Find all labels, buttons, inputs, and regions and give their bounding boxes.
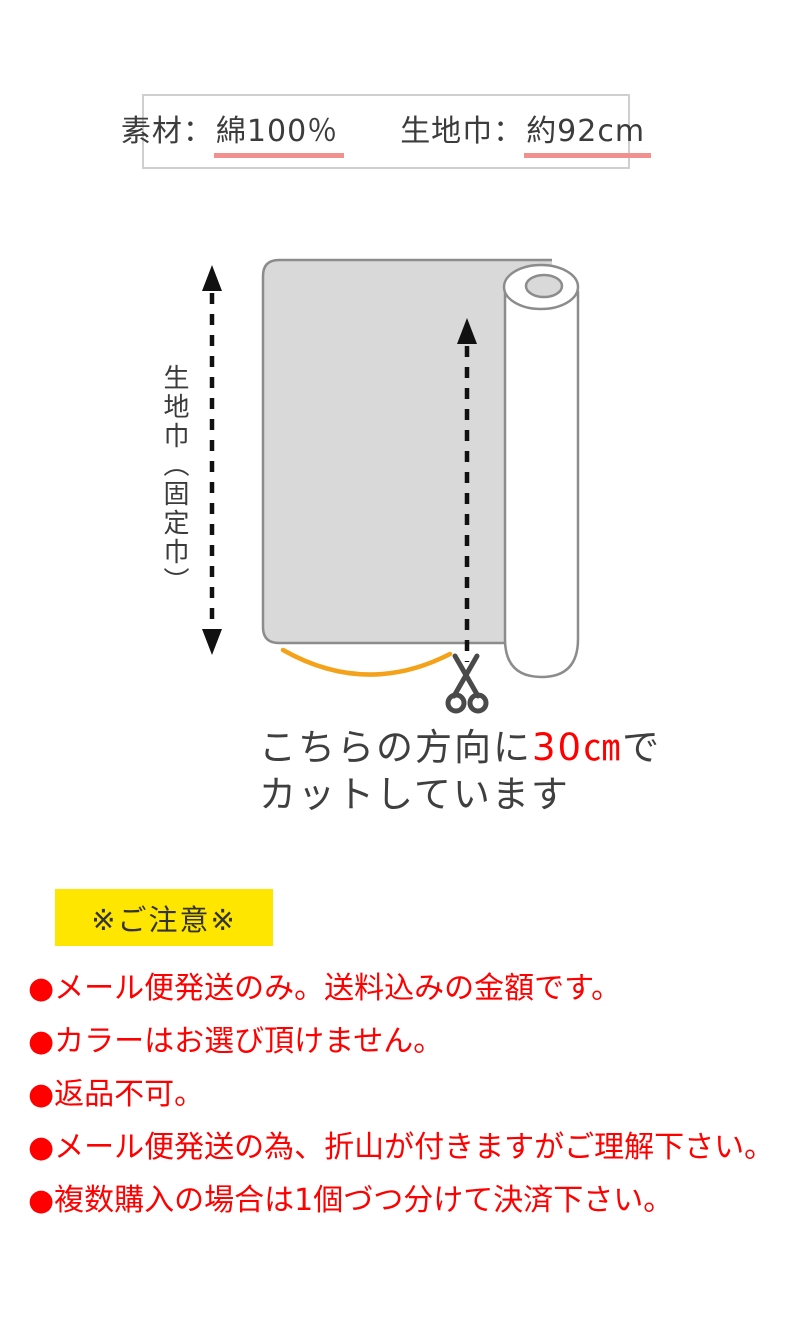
fabric-roll-body xyxy=(503,291,580,679)
scissors-icon xyxy=(445,653,489,714)
cut-caption-line1-pre: こちらの方向に xyxy=(259,726,532,769)
fabric-sheet xyxy=(261,258,552,645)
material-label: 素材： xyxy=(120,113,214,149)
material-spec: 素材： 綿100％ xyxy=(120,106,345,158)
notice-item-no-return: ●返品不可。 xyxy=(28,1077,205,1112)
width-double-arrow-icon xyxy=(202,265,222,655)
notice-list: ●メール便発送のみ。送料込みの金額です。 ●カラーはお選び頂けません。 ●返品不… xyxy=(28,962,800,1227)
cut-length-value: 30㎝ xyxy=(532,726,623,769)
cut-caption: こちらの方向に30㎝で カットしています xyxy=(259,724,661,818)
material-value: 綿100％ xyxy=(213,106,345,158)
fabric-width-label: 生地巾： xyxy=(400,113,525,149)
roll-core-hole xyxy=(524,273,564,299)
cut-direction-arrow-icon xyxy=(457,318,477,662)
cut-length-arc xyxy=(280,647,453,677)
fabric-width-spec: 生地巾： 約92cm xyxy=(400,106,652,158)
spec-box: 素材： 綿100％ 生地巾： 約92cm xyxy=(121,94,652,169)
notice-item-multiple: ●複数購入の場合は1個づつ分けて決済下さい。 xyxy=(28,1183,674,1218)
notice-item-fold: ●メール便発送の為、折山が付きますがご理解下さい。 xyxy=(28,1130,775,1165)
fabric-width-value: 約92cm xyxy=(524,106,652,158)
cut-caption-line1: こちらの方向に30㎝で xyxy=(259,724,661,771)
fabric-width-axis-label: 生地巾（固定巾） xyxy=(159,364,189,596)
fabric-roll-diagram xyxy=(202,258,580,714)
cut-caption-line2: カットしています xyxy=(259,773,570,816)
cut-caption-line1-post: で xyxy=(622,726,662,769)
notice-item-shipping: ●メール便発送のみ。送料込みの金額です。 xyxy=(28,971,622,1006)
notice-title: ※ご注意※ xyxy=(55,889,273,946)
notice-item-color: ●カラーはお選び頂けません。 xyxy=(28,1024,444,1059)
